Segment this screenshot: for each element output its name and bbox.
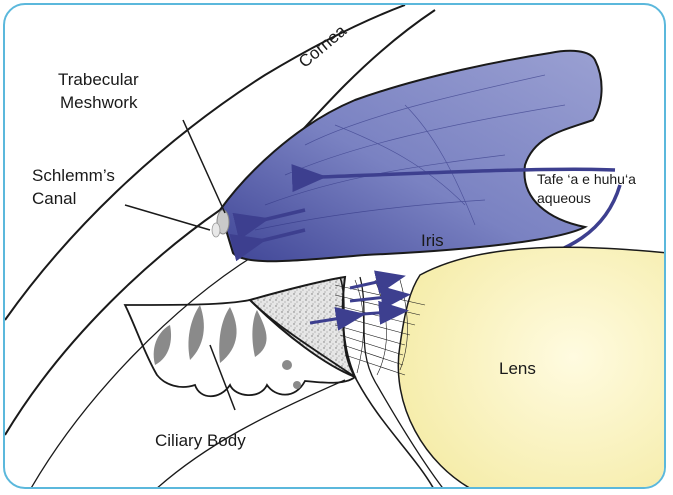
- schlemms-canal-leader: [125, 205, 210, 230]
- schlemms-canal-label-line2: Canal: [32, 188, 76, 209]
- sclera-curve: [30, 255, 255, 489]
- iris-label: Iris: [421, 230, 444, 251]
- trabecular-meshwork-label-line1: Trabecular: [58, 69, 139, 90]
- iris: [220, 51, 602, 261]
- schlemms-canal-label-line1: Schlemm’s: [32, 165, 115, 186]
- trabecular-meshwork-leader: [183, 120, 225, 213]
- trabecular-meshwork-label-line2: Meshwork: [60, 92, 137, 113]
- diagram-frame: Trabecular Meshwork Cornea Schlemm’s Can…: [3, 3, 666, 489]
- aqueous-label-line1: Tafe ‘a e huhu‘a: [537, 171, 636, 188]
- schlemms-canal: [212, 223, 220, 237]
- aqueous-label-line2: aqueous: [537, 190, 591, 207]
- lens-label: Lens: [499, 358, 536, 379]
- ciliary-body-label: Ciliary Body: [155, 430, 246, 451]
- ciliary-body-stroma: [250, 277, 355, 377]
